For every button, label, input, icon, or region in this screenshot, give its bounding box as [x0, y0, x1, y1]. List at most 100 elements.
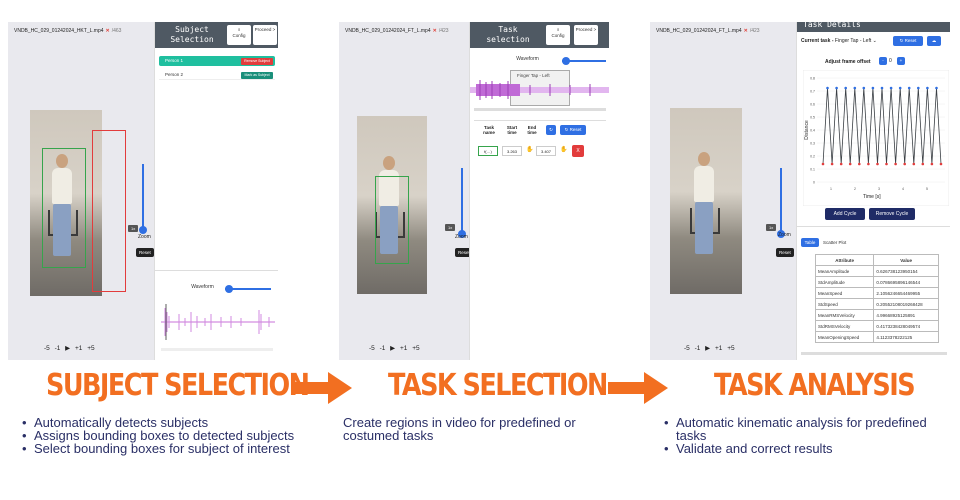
close-icon[interactable]: ✕ [105, 28, 110, 34]
x-tick-label: 3 [878, 187, 880, 191]
waveform-zoom-slider[interactable] [225, 285, 271, 293]
end-time-input[interactable]: 3.407 [536, 146, 556, 156]
peak-marker[interactable] [917, 86, 920, 90]
valley-marker[interactable] [876, 162, 879, 166]
video-frame[interactable] [670, 108, 742, 294]
valley-marker[interactable] [830, 162, 834, 166]
zoom-slider[interactable] [774, 168, 788, 258]
playback-controls[interactable]: -5 -1 ▶ +1 +5 [684, 345, 735, 352]
playback-controls[interactable]: -5 -1 ▶ +1 +5 [369, 345, 420, 352]
zoom-reset-button[interactable]: Reset [455, 248, 473, 257]
tab-table[interactable]: Table [801, 238, 819, 247]
task-row[interactable]: f(…) 3.263 ✋ 3.407 ✋ X [474, 144, 606, 160]
waveform-title: Waveform [516, 56, 539, 62]
peak-marker[interactable] [862, 86, 866, 90]
peak-marker[interactable] [889, 86, 893, 90]
task-analysis-screenshot: VNDB_HC_029_01242024_FT_L.mp4✕/423 1x Zo… [650, 22, 950, 360]
current-task-select[interactable]: Finger Tap - Left [834, 38, 872, 44]
peak-marker[interactable] [844, 86, 847, 90]
video-frame[interactable] [357, 116, 427, 294]
bounding-box-person-1[interactable] [42, 148, 86, 268]
video-frame[interactable] [30, 110, 102, 296]
valley-marker[interactable] [930, 162, 934, 166]
refresh-button[interactable]: ↻ [546, 125, 556, 135]
remove-subject-button[interactable]: Remove Subject [241, 57, 273, 65]
col-value: Value [873, 254, 939, 266]
mark-subject-button[interactable]: Mark as Subject [241, 71, 273, 79]
speed-chip[interactable]: 1x [128, 225, 139, 232]
valley-marker[interactable] [939, 162, 943, 166]
speed-chip[interactable]: 1x [445, 224, 456, 231]
peak-marker[interactable] [935, 86, 938, 90]
valley-marker[interactable] [867, 162, 870, 166]
peak-marker[interactable] [880, 86, 884, 90]
proceed-button[interactable]: Proceed > [253, 25, 277, 45]
cloud-icon: ☁ [931, 38, 937, 43]
delete-task-button[interactable]: X [572, 145, 584, 157]
config-button[interactable]: ⭳Config [546, 25, 570, 45]
valley-marker[interactable] [839, 162, 843, 166]
frame-offset-plus[interactable]: + [897, 57, 905, 65]
subject-selection-bullets: Automatically detects subjects Assigns b… [20, 416, 320, 455]
valley-marker[interactable] [903, 162, 906, 166]
add-cycle-button[interactable]: Add Cycle [825, 208, 865, 220]
waveform-zoom-slider[interactable] [562, 57, 606, 65]
y-tick-label: 0 [813, 181, 815, 185]
frame-offset-value[interactable]: 0 [889, 58, 892, 64]
hand-icon[interactable]: ✋ [560, 147, 568, 153]
valley-marker[interactable] [858, 162, 861, 166]
start-time-input[interactable]: 3.263 [502, 146, 522, 156]
speed-chip[interactable]: 1x [766, 224, 777, 231]
person-1-row[interactable]: Person 1 Remove Subject [159, 56, 275, 66]
task-selection-description: Create regions in video for predefined o… [343, 415, 576, 443]
valley-marker[interactable] [848, 162, 852, 166]
cloud-upload-button[interactable]: ☁ [927, 36, 941, 46]
x-tick-label: 2 [854, 187, 856, 191]
close-icon[interactable]: ✕ [743, 28, 748, 34]
bounding-box-subject[interactable] [375, 176, 409, 264]
valley-marker[interactable] [821, 162, 825, 166]
tab-scatter-plot[interactable]: Scatter Plot [823, 240, 847, 245]
col-start-time: Start time [506, 125, 518, 135]
remove-cycle-button[interactable]: Remove Cycle [869, 208, 915, 220]
peak-marker[interactable] [907, 86, 911, 90]
task-name-select[interactable]: f(…) [478, 146, 498, 156]
waveform-graph[interactable] [161, 302, 275, 342]
reset-button[interactable]: ↻ Reset [893, 36, 923, 46]
person-2-row[interactable]: Person 2 Mark as Subject [159, 70, 275, 80]
horizontal-scrollbar[interactable] [474, 108, 606, 111]
reset-button[interactable]: ↻ Reset [560, 125, 586, 135]
zoom-slider[interactable] [136, 164, 150, 254]
playback-controls[interactable]: -5 -1 ▶ +1 +5 [44, 345, 95, 352]
hand-icon[interactable]: ✋ [526, 147, 534, 153]
bounding-box-person-2[interactable] [92, 130, 126, 292]
zoom-reset-button[interactable]: Reset [136, 248, 154, 257]
y-tick-label: 0.4 [810, 129, 815, 133]
valley-marker[interactable] [894, 162, 897, 166]
proceed-button[interactable]: Proceed > [574, 25, 598, 45]
zoom-slider[interactable] [455, 168, 469, 258]
horizontal-scrollbar[interactable] [801, 352, 947, 355]
zoom-reset-button[interactable]: Reset [776, 248, 794, 257]
peak-marker[interactable] [826, 86, 829, 90]
peak-marker[interactable] [853, 86, 857, 90]
horizontal-scrollbar[interactable] [161, 348, 273, 351]
close-icon[interactable]: ✕ [432, 28, 437, 34]
valley-marker[interactable] [921, 162, 925, 166]
frame-offset-minus[interactable]: - [879, 57, 887, 65]
peak-marker[interactable] [926, 86, 929, 90]
panel-title: Task Details [797, 22, 950, 32]
peak-marker[interactable] [871, 86, 875, 90]
config-button[interactable]: ⭳Config [227, 25, 251, 45]
waveform-graph[interactable] [470, 78, 609, 102]
valley-marker[interactable] [912, 162, 916, 166]
valley-marker[interactable] [885, 162, 888, 166]
peak-marker[interactable] [898, 86, 902, 90]
person-1-label: Person 1 [165, 58, 184, 63]
y-tick-label: 0.6 [810, 103, 815, 107]
peak-marker[interactable] [835, 86, 838, 90]
y-tick-label: 0.3 [810, 142, 815, 146]
